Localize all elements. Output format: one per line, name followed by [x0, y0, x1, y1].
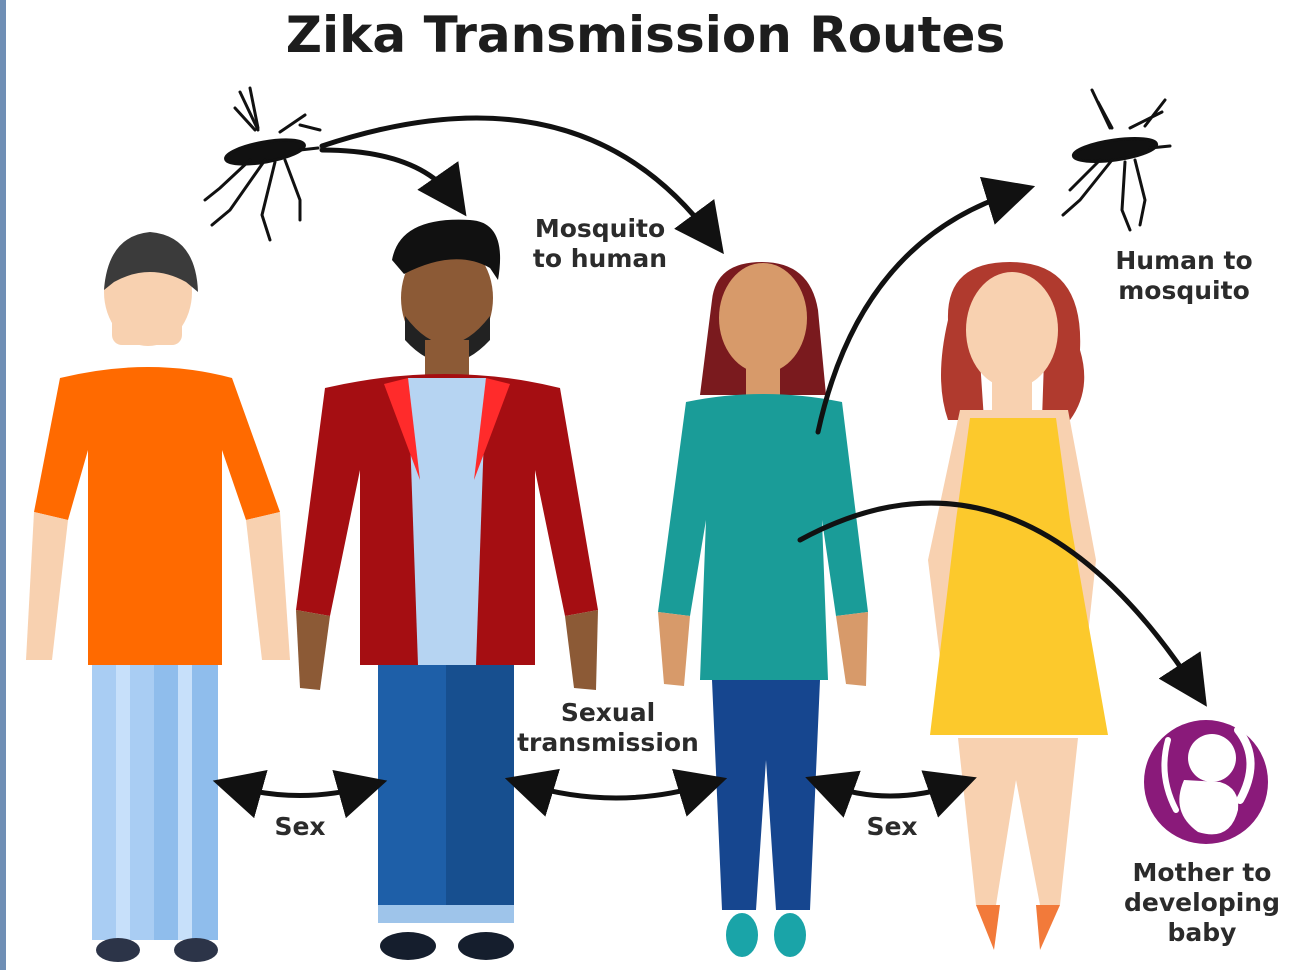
mosquito-icon	[1063, 90, 1170, 230]
label-human-to-mosquito: Human to mosquito	[1096, 246, 1272, 306]
label-sex-right: Sex	[842, 812, 942, 842]
arrow-sex-left	[232, 786, 368, 796]
label-mosquito-to-human: Mosquito to human	[520, 214, 680, 274]
person-orange-shirt	[26, 232, 290, 962]
arrow-sex-right	[824, 784, 958, 796]
label-sex-left: Sex	[250, 812, 350, 842]
person-yellow-dress	[928, 262, 1108, 950]
label-sexual-transmission: Sexual transmission	[508, 698, 708, 758]
person-red-jacket	[296, 220, 598, 960]
fetus-icon	[1144, 720, 1268, 844]
arrow-mosquito-to-man	[322, 150, 455, 200]
mosquito-icon	[205, 88, 320, 240]
label-mother-to-baby: Mother to developing baby	[1112, 858, 1291, 948]
arrow-sexual-transmission	[524, 784, 708, 798]
